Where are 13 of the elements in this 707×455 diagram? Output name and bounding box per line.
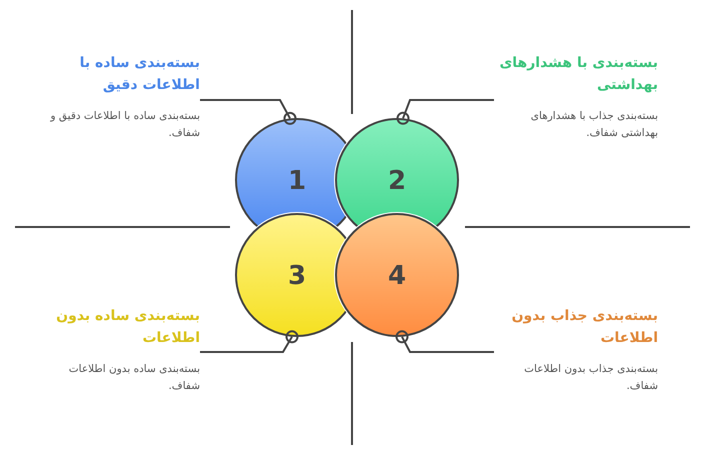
- heading: بسته‌بندی ساده بدون اطلاعات: [55, 307, 200, 348]
- description: بسته‌بندی جذاب بدون اطلاعات شفاف.: [523, 362, 658, 394]
- heading: بسته‌بندی جذاب بدون اطلاعات: [510, 307, 658, 348]
- leader-line: [396, 99, 494, 125]
- heading: بسته‌بندی ساده با اطلاعات دقیق: [78, 54, 200, 95]
- numbered-circle: 4: [335, 213, 459, 337]
- heading: بسته‌بندی با هشدارهای بهداشتی: [498, 54, 658, 95]
- description: بسته‌بندی ساده با اطلاعات دقیق و شفاف.: [49, 109, 200, 141]
- description: بسته‌بندی ساده بدون اطلاعات شفاف.: [68, 362, 200, 394]
- leader-line: [200, 330, 298, 353]
- leader-line: [200, 99, 296, 125]
- leader-line: [396, 330, 494, 353]
- description: بسته‌بندی جذاب با هشدارهای بهداشتی شفاف.: [530, 109, 658, 141]
